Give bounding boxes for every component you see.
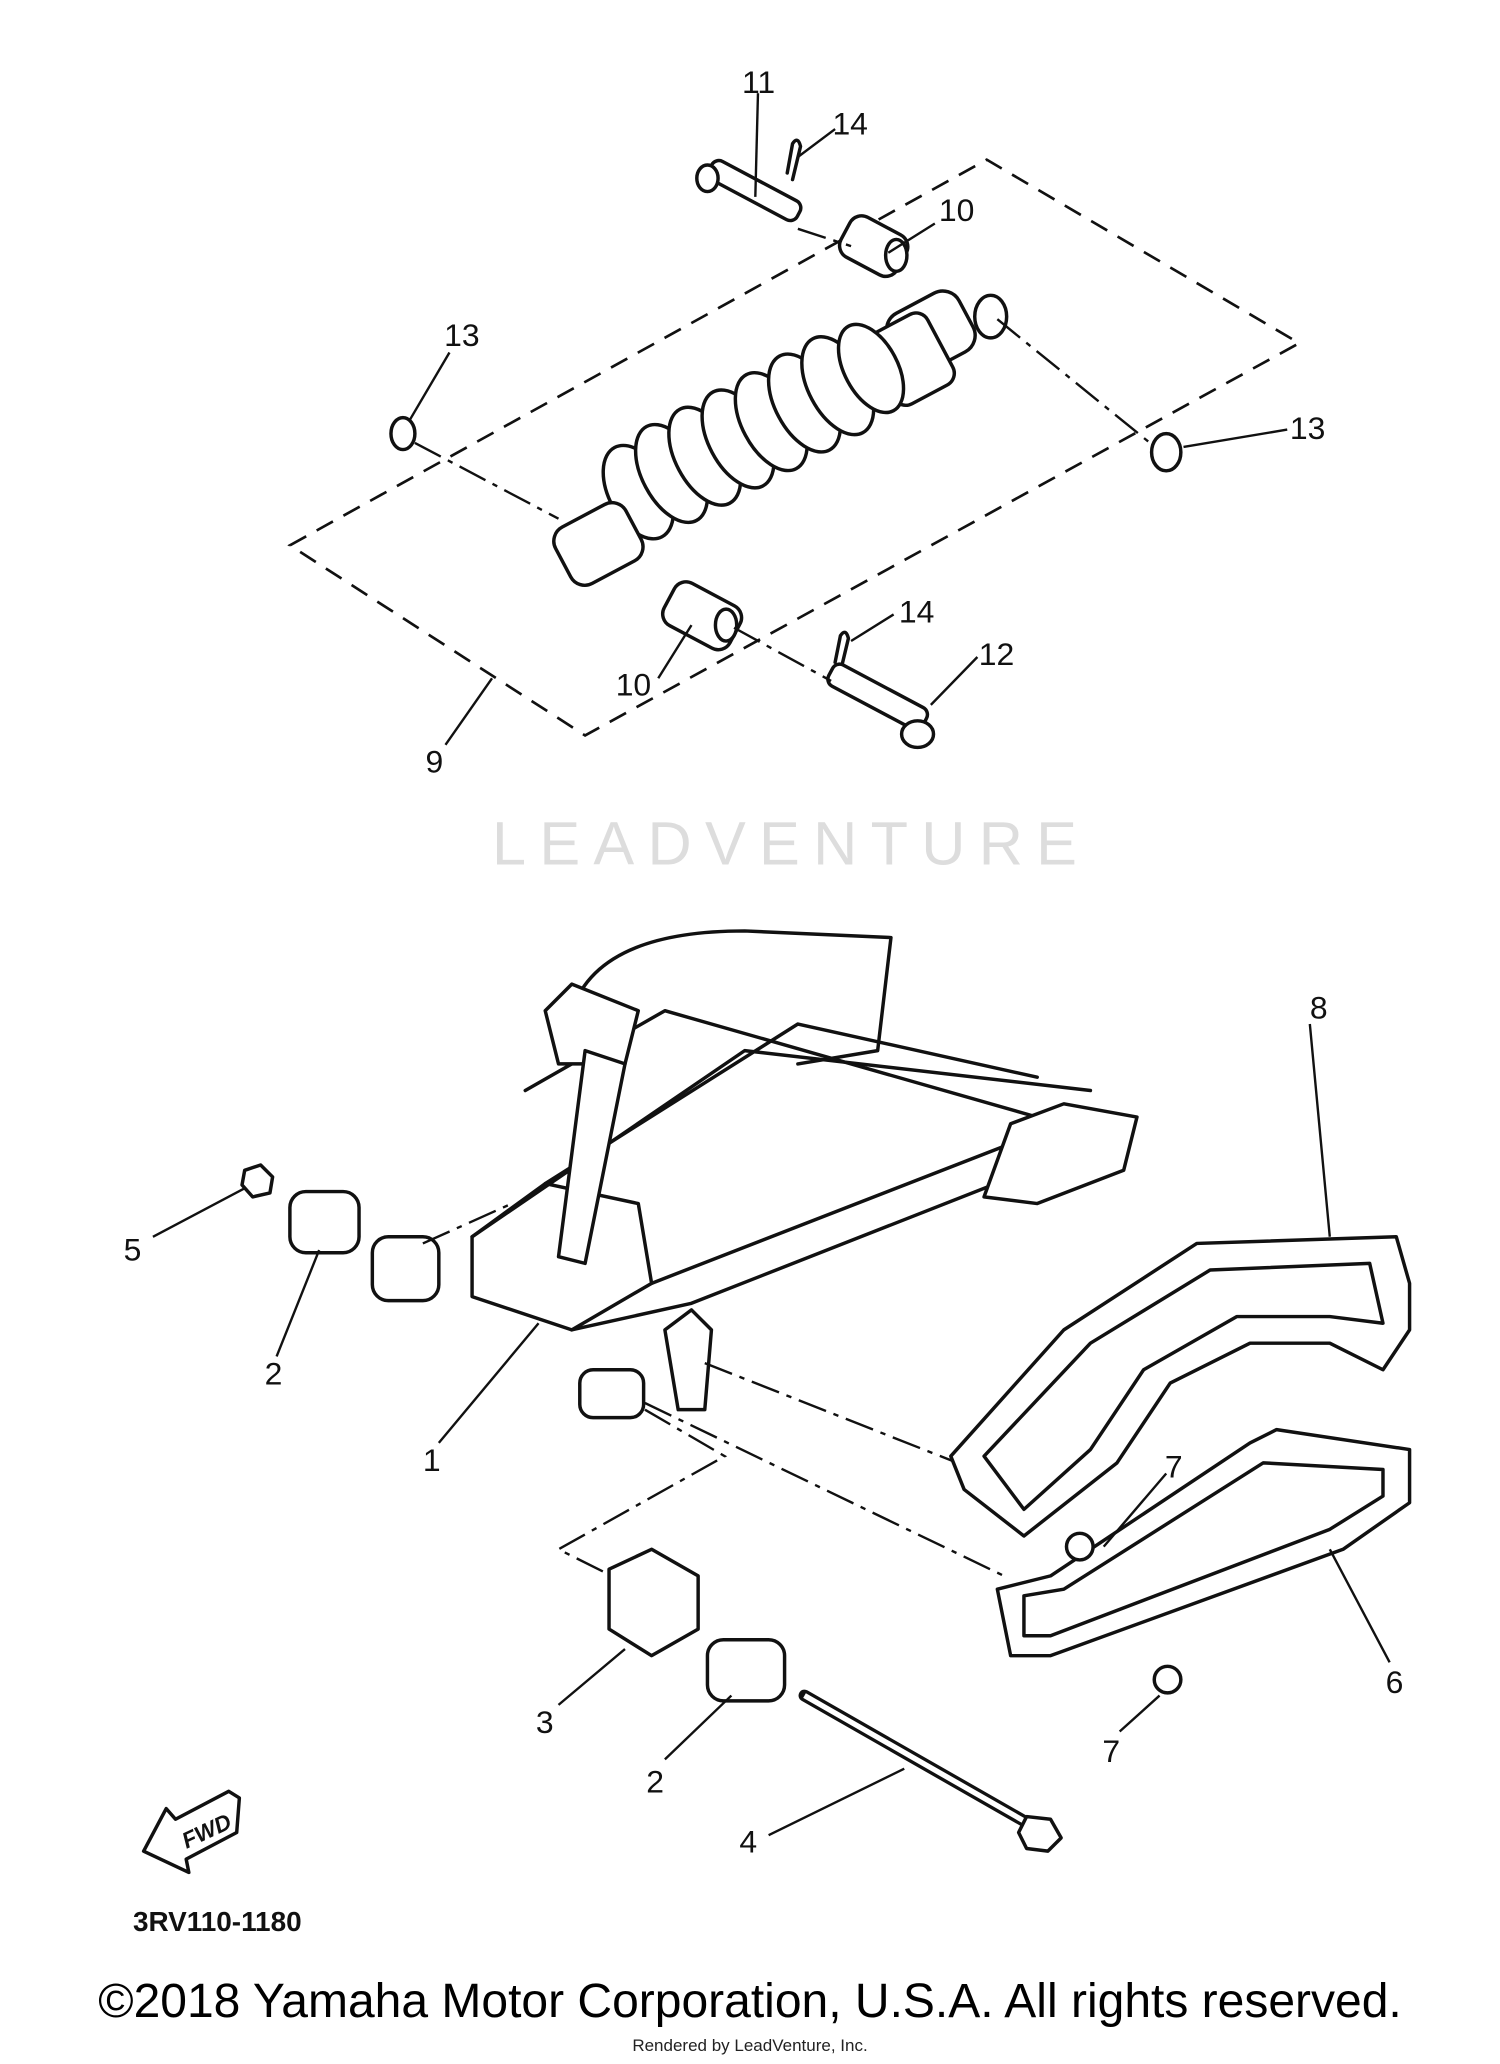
pivot-shaft-4[interactable] [798, 1689, 1063, 1853]
swingarm[interactable] [370, 929, 1139, 1420]
bushing-10-bottom[interactable] [658, 577, 746, 654]
chain-guard-6[interactable] [995, 1427, 1412, 1658]
callout-7: 7 [1102, 1733, 1120, 1769]
callout-11: 11 [742, 64, 775, 100]
bushing-10-top[interactable] [835, 211, 913, 281]
cotter-pin-14-bottom[interactable] [833, 630, 851, 674]
callout-7: 7 [1165, 1448, 1183, 1484]
washer-13-left[interactable] [389, 415, 417, 452]
callout-9: 9 [426, 744, 444, 780]
chain-case-8[interactable] [949, 1235, 1412, 1538]
callout-8: 8 [1310, 990, 1328, 1026]
bolt-7-lower[interactable] [1152, 1664, 1183, 1695]
collar-2-lower[interactable] [705, 1637, 787, 1703]
callout-14: 14 [899, 593, 935, 629]
callout-12: 12 [979, 636, 1015, 672]
rear-shock-absorber[interactable] [548, 284, 1009, 590]
rendered-by: Rendered by LeadVenture, Inc. [632, 2036, 868, 2055]
callout-13: 13 [1290, 410, 1325, 446]
bolt-7-upper[interactable] [1064, 1531, 1095, 1562]
pin-12[interactable] [825, 661, 936, 750]
callout-4: 4 [739, 1823, 757, 1859]
washer-13-right[interactable] [1149, 431, 1183, 473]
fwd-arrow-icon: FWD [141, 1789, 242, 1875]
callout-14: 14 [832, 105, 867, 141]
shock-assembly-outline [287, 158, 1302, 738]
callout-5: 5 [124, 1232, 142, 1268]
callout-1: 1 [423, 1442, 441, 1478]
callout-3: 3 [536, 1704, 554, 1740]
callout-2: 2 [646, 1764, 664, 1800]
callout-6: 6 [1386, 1664, 1404, 1700]
callout-10: 10 [616, 667, 652, 703]
watermark: LEADVENTURE [492, 809, 1090, 877]
callout-2: 2 [265, 1355, 283, 1391]
nut-5[interactable] [240, 1163, 275, 1199]
copyright: ©2018 Yamaha Motor Corporation, U.S.A. A… [98, 1975, 1402, 2028]
cotter-pin-14-top[interactable] [785, 138, 803, 182]
collar-2-upper[interactable] [288, 1189, 361, 1255]
callout-13: 13 [444, 317, 480, 353]
callout-10: 10 [939, 192, 975, 228]
part-code: 3RV110-1180 [133, 1906, 302, 1937]
bushing-3[interactable] [607, 1547, 700, 1658]
